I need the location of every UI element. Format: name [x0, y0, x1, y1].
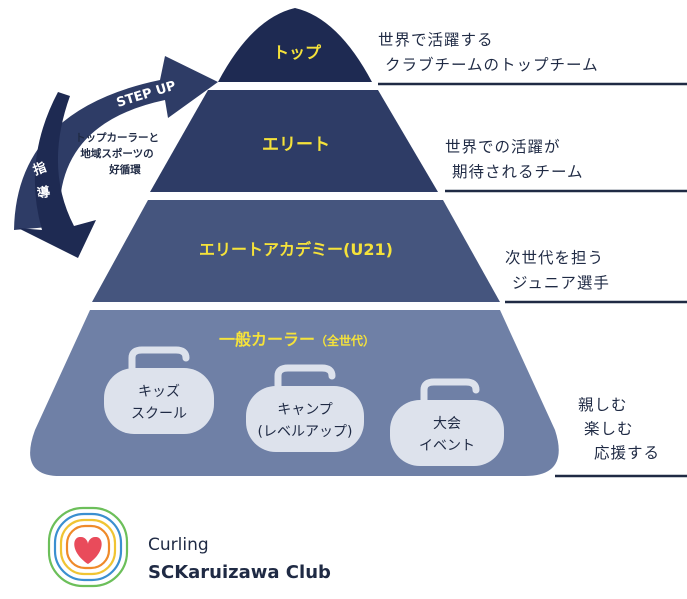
logo-text-sc: SC	[148, 562, 174, 583]
desc-general-line-2: 楽しむ	[584, 420, 634, 438]
cycle-text-1: トップカーラーと	[75, 131, 159, 144]
desc-elite-line-1: 世界での活躍が	[445, 138, 561, 156]
stone-kids-body	[104, 368, 214, 434]
tier-divider-lines	[378, 82, 687, 478]
tier-elite-shape	[150, 90, 438, 192]
stone-tournament-handle	[420, 378, 480, 404]
stone-kids-school: キッズ スクール	[104, 346, 214, 434]
desc-general-line-3: 応援する	[594, 444, 660, 462]
tier-academy-label: エリートアカデミー(U21)	[199, 240, 393, 259]
tier-elite-label: エリート	[262, 135, 330, 155]
tier-academy-shape	[92, 200, 500, 302]
desc-academy-line-1: 次世代を担う	[505, 249, 604, 267]
tier-general-label-main: 一般カーラー	[219, 330, 315, 349]
club-logo: Curling SCKaruizawa Club	[47, 506, 331, 588]
tier-top-label: トップ	[273, 43, 322, 62]
stone-tournament-body	[390, 400, 504, 466]
guidance-arrow-shape	[18, 92, 96, 258]
desc-academy-line-2: ジュニア選手	[512, 274, 610, 292]
logo-ring-green	[47, 506, 129, 588]
heart-icon	[74, 536, 102, 564]
logo-text-curling: Curling	[148, 535, 209, 555]
stone-camp: キャンプ (レベルアップ)	[246, 364, 364, 452]
logo-text-club: SCKaruizawa Club	[148, 562, 331, 583]
tier-descriptions: 世界で活躍する クラブチームのトップチーム 世界での活躍が 期待されるチーム 次…	[378, 31, 660, 462]
step-up-cycle-arrow: STEP UP 指 導 トップカーラーと 地域スポーツの 好循環	[14, 56, 218, 258]
stone-kids-handle	[128, 346, 190, 372]
logo-ring-orange	[65, 524, 111, 570]
logo-text-karuizawa-club: Karuizawa Club	[174, 562, 331, 583]
stone-tournament-text-1: 大会	[433, 416, 461, 432]
tier-top-shape	[218, 8, 372, 82]
logo-ring-blue	[53, 512, 123, 582]
logo-rings-mark	[47, 506, 129, 588]
stone-camp-body	[246, 386, 364, 452]
stone-camp-handle	[274, 364, 336, 390]
stone-tournament-text-2: イベント	[419, 438, 475, 454]
desc-general-line-1: 親しむ	[578, 396, 628, 414]
tier-general-label: 一般カーラー（全世代）	[219, 330, 375, 349]
desc-elite-line-2: 期待されるチーム	[452, 163, 584, 181]
stone-kids-text-1: キッズ	[138, 384, 180, 400]
stone-kids-text-2: スクール	[131, 406, 187, 422]
cycle-text-2: 地域スポーツの	[80, 147, 153, 160]
guidance-char-2: 導	[36, 184, 52, 202]
stone-camp-text-2: (レベルアップ)	[258, 424, 353, 440]
logo-ring-yellow	[59, 518, 117, 576]
stone-camp-text-1: キャンプ	[277, 402, 333, 418]
guidance-char-1: 指	[31, 159, 49, 178]
desc-top-line-1: 世界で活躍する	[378, 31, 494, 49]
tier-general-label-suffix: （全世代）	[315, 333, 375, 348]
desc-top-line-2: クラブチームのトップチーム	[385, 55, 599, 74]
cycle-text-3: 好循環	[108, 163, 141, 176]
stone-tournament: 大会 イベント	[390, 378, 504, 466]
step-up-arrow-shape	[14, 56, 218, 230]
